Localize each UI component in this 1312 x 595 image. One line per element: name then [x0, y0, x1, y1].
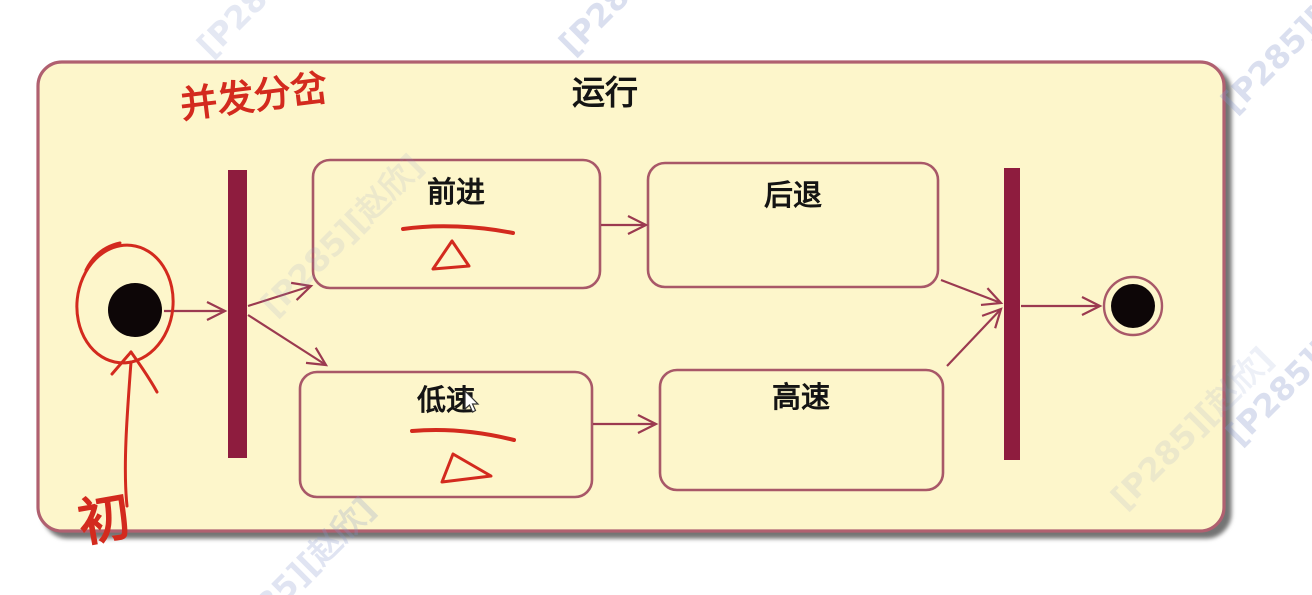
- initial-annotation-text: 初: [74, 487, 136, 555]
- lever-triangle-forward: [431, 239, 471, 271]
- transition-highspeed-to-join: [946, 307, 1003, 367]
- initial-state-node: [108, 283, 162, 337]
- final-state-inner-dot: [1111, 284, 1155, 328]
- transitions: [164, 215, 1103, 434]
- state-lowspeed-box: [298, 370, 594, 499]
- final-state-node: [1102, 275, 1164, 337]
- pen-arrow-stem: [123, 360, 133, 508]
- transition-backward-to-join: [940, 278, 1004, 307]
- state-boxes: 前进 后退 低速 高速: [298, 158, 945, 499]
- state-forward-box: [311, 158, 602, 290]
- join-bar: [1004, 168, 1020, 460]
- state-highspeed-label: 高速: [772, 380, 830, 414]
- lever-triangle-lowspeed: [440, 452, 493, 484]
- transition-fork-to-forward: [247, 281, 314, 308]
- lever-line-forward: [401, 224, 515, 235]
- pen-circle-flourish: [84, 241, 122, 272]
- fork-bar: [228, 170, 247, 458]
- transition-fork-to-lowspeed: [247, 314, 329, 367]
- lever-line-lowspeed: [410, 428, 516, 442]
- pen-arrowhead-right: [129, 350, 159, 394]
- mouse-cursor-icon: [464, 389, 480, 413]
- watermark-text: [P285][赵欣]: [190, 0, 367, 65]
- watermark-text: [P285][赵欣]: [1214, 0, 1312, 121]
- pen-arrowhead-left: [110, 350, 133, 376]
- state-highspeed-box: [658, 368, 945, 492]
- pen-circle-around-initial: [75, 243, 175, 365]
- sync-bars: [228, 168, 1020, 460]
- composite-state-title: 运行: [572, 73, 638, 112]
- composite-state-container: [36, 60, 1226, 533]
- state-forward-label: 前进: [427, 175, 485, 209]
- state-backward-label: 后退: [764, 178, 822, 212]
- watermark-text: [P285][赵欣]: [552, 0, 729, 63]
